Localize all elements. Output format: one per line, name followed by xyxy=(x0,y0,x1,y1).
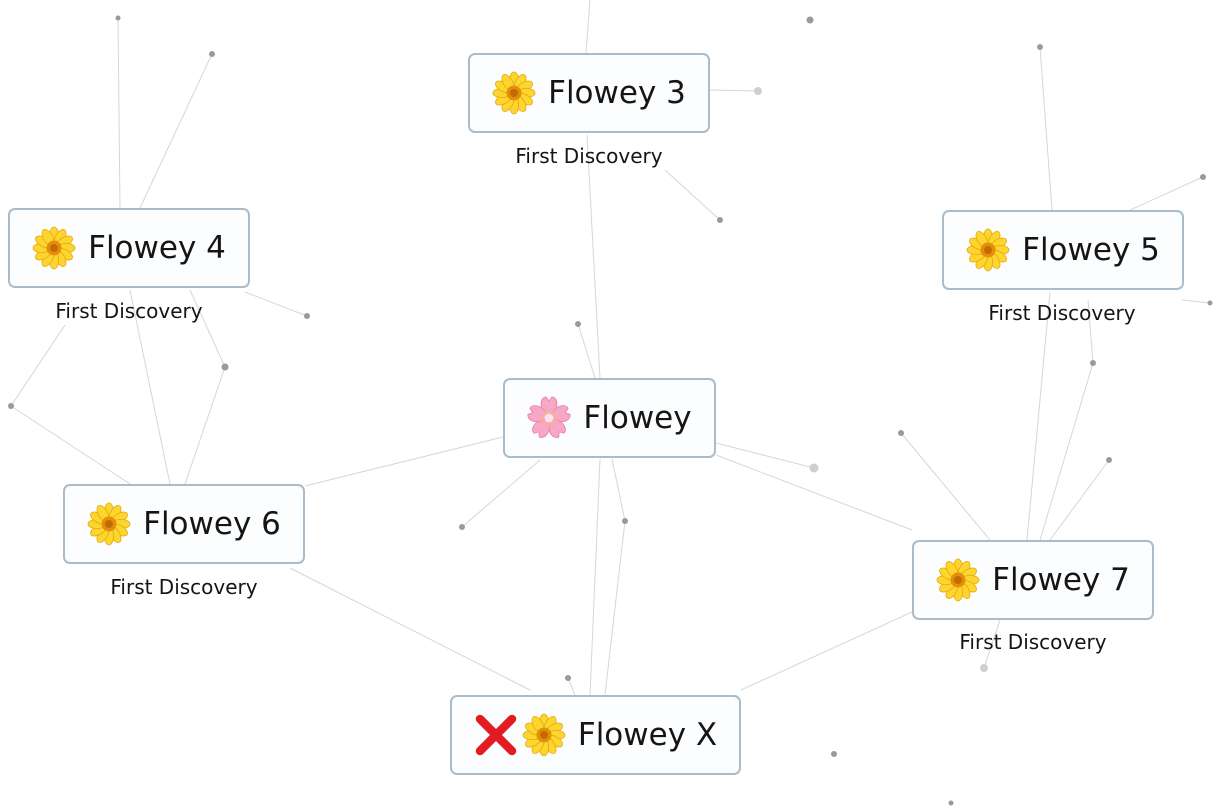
connection-dot xyxy=(575,321,581,327)
connection-line xyxy=(139,53,213,209)
element-label: Flowey xyxy=(583,400,692,436)
connection-dot xyxy=(980,664,988,672)
connection-line xyxy=(709,89,759,92)
connection-dot xyxy=(831,751,837,757)
first-discovery-caption: First Discovery xyxy=(110,575,258,599)
first-discovery-caption: First Discovery xyxy=(959,630,1107,654)
connection-line xyxy=(604,520,626,696)
element-label: Flowey 5 xyxy=(1022,232,1160,268)
yellow-blossom-icon xyxy=(936,558,980,602)
element-label: Flowey 7 xyxy=(992,562,1130,598)
connection-dot xyxy=(1106,457,1112,463)
connection-line xyxy=(129,289,171,485)
connection-dot xyxy=(115,15,121,21)
element-flowey-3[interactable]: Flowey 3 xyxy=(468,53,710,133)
yellow-blossom-icon xyxy=(966,228,1010,272)
connection-dot xyxy=(209,51,215,57)
element-flowey[interactable]: Flowey xyxy=(503,378,716,458)
connection-dot xyxy=(948,800,954,806)
yellow-blossom-icon xyxy=(87,502,131,546)
element-label: Flowey 4 xyxy=(88,230,226,266)
connection-line xyxy=(10,405,131,485)
connection-dot xyxy=(221,363,229,371)
connection-dot xyxy=(565,675,571,681)
yellow-blossom-icon xyxy=(522,713,566,757)
connection-line xyxy=(586,134,601,379)
red-cross-icon xyxy=(474,713,518,757)
connection-line xyxy=(1129,176,1204,211)
connection-dot xyxy=(459,524,465,530)
connection-line xyxy=(715,442,815,469)
connection-dot xyxy=(717,217,723,223)
connection-dot xyxy=(1037,44,1043,50)
connection-dot xyxy=(754,87,762,95)
connection-line xyxy=(304,436,504,487)
connection-dot xyxy=(304,313,310,319)
element-label: Flowey 3 xyxy=(548,75,686,111)
element-flowey-5[interactable]: Flowey 5 xyxy=(942,210,1184,290)
connection-line xyxy=(1049,459,1110,541)
element-flowey-x[interactable]: Flowey X xyxy=(450,695,741,775)
connection-line xyxy=(611,458,626,522)
connection-line xyxy=(461,459,541,528)
first-discovery-caption: First Discovery xyxy=(515,144,663,168)
connection-dot xyxy=(622,518,628,524)
connection-line xyxy=(1181,299,1211,304)
connection-dot xyxy=(1207,300,1213,306)
connection-line xyxy=(1087,299,1094,364)
connection-line xyxy=(1039,46,1053,211)
element-flowey-4[interactable]: Flowey 4 xyxy=(8,208,250,288)
connection-dot xyxy=(8,403,14,409)
connection-line xyxy=(1039,362,1094,541)
connection-line xyxy=(244,291,308,317)
connection-dot xyxy=(1090,360,1096,366)
connection-dot xyxy=(1200,174,1206,180)
element-flowey-7[interactable]: Flowey 7 xyxy=(912,540,1154,620)
connection-dot xyxy=(806,16,814,24)
yellow-blossom-icon xyxy=(492,71,536,115)
element-label: Flowey X xyxy=(577,717,718,753)
connection-dot xyxy=(809,463,819,473)
first-discovery-caption: First Discovery xyxy=(55,299,203,323)
connection-line xyxy=(740,611,913,691)
first-discovery-caption: First Discovery xyxy=(988,301,1136,325)
pink-blossom-icon xyxy=(527,396,571,440)
connection-line xyxy=(585,0,591,54)
connection-line xyxy=(1026,291,1051,541)
connection-line xyxy=(189,289,226,368)
element-label: Flowey 6 xyxy=(143,506,281,542)
element-flowey-6[interactable]: Flowey 6 xyxy=(63,484,305,564)
connection-line xyxy=(900,432,991,541)
connection-line xyxy=(577,323,596,379)
connection-line xyxy=(664,169,721,221)
connection-line xyxy=(117,17,121,209)
yellow-blossom-icon xyxy=(32,226,76,270)
connection-line xyxy=(589,458,601,696)
connection-line xyxy=(567,677,576,696)
connection-line xyxy=(289,567,531,691)
connection-dot xyxy=(898,430,904,436)
connection-line xyxy=(715,454,913,531)
connection-line xyxy=(10,324,66,407)
connection-line xyxy=(983,619,1001,669)
connection-line xyxy=(184,366,226,485)
